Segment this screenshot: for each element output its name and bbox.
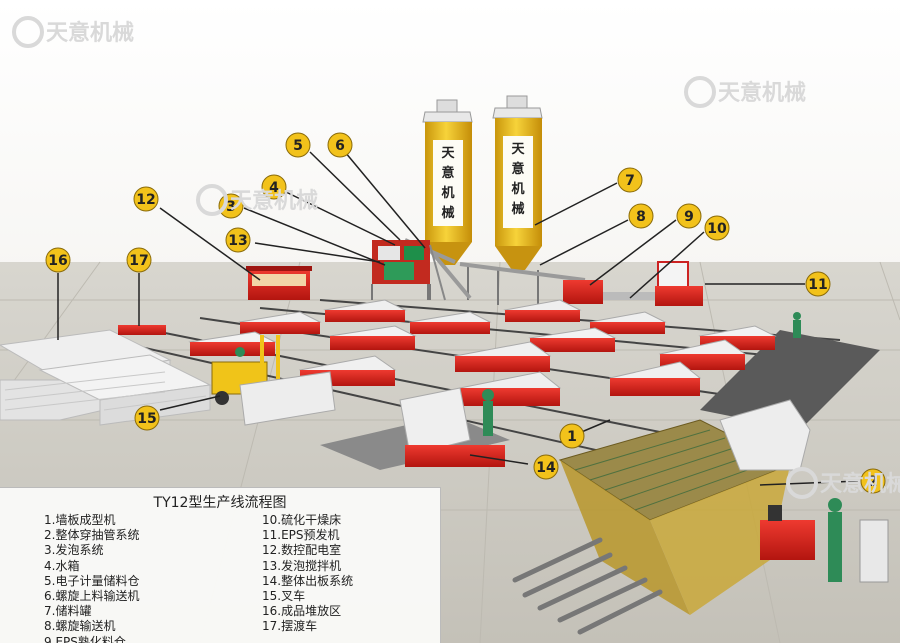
finished-product-stacks bbox=[0, 329, 212, 426]
silo-right-char-1: 天 bbox=[511, 142, 525, 157]
callout-17: 17 bbox=[129, 253, 148, 269]
callout-1: 1 bbox=[567, 429, 577, 445]
silo-right-char-2: 意 bbox=[511, 161, 524, 177]
callout-2: 2 bbox=[868, 474, 878, 490]
callout-3: 3 bbox=[226, 199, 236, 215]
legend-item: 11.EPS预发机 bbox=[262, 528, 340, 543]
silo-right-char-4: 械 bbox=[511, 201, 524, 217]
callout-leader-lines bbox=[57, 151, 861, 486]
legend-item: 14.整体出板系统 bbox=[262, 573, 354, 588]
callout-12: 12 bbox=[136, 192, 155, 208]
silo-left-char-2: 意 bbox=[441, 165, 454, 181]
legend-panel: TY12型生产线流程图 1.墙板成型机 2.整体穿抽管系统 3.发泡系统 4.水… bbox=[0, 487, 441, 643]
callout-11: 11 bbox=[808, 277, 827, 293]
legend-item: 1.墙板成型机 bbox=[44, 513, 116, 527]
legend-item: 9.EPS熟化料仓 bbox=[44, 634, 126, 643]
legend-item: 16.成品堆放区 bbox=[262, 604, 342, 619]
foaming-mixing-station bbox=[371, 240, 446, 301]
legend-item: 13.发泡搅拌机 bbox=[262, 558, 342, 573]
legend-title: TY12型生产线流程图 bbox=[153, 495, 287, 511]
legend-column-right: 10.硫化干燥床 11.EPS预发机 12.数控配电室 13.发泡搅拌机 14.… bbox=[262, 513, 353, 635]
callout-circles bbox=[45, 132, 886, 494]
watermark-1: 天意机械 bbox=[12, 16, 134, 48]
callout-6: 6 bbox=[335, 138, 345, 154]
watermark-4: 天意机械 bbox=[786, 467, 900, 499]
svg-text:天意机械: 天意机械 bbox=[718, 80, 806, 106]
pipe-extraction-system bbox=[512, 399, 889, 635]
callout-8: 8 bbox=[636, 209, 646, 225]
storage-silo-right bbox=[492, 95, 543, 305]
callout-15: 15 bbox=[137, 411, 156, 427]
forklift bbox=[211, 335, 336, 426]
legend-item: 2.整体穿抽管系统 bbox=[44, 528, 140, 543]
legend-item: 10.硫化干燥床 bbox=[262, 513, 342, 527]
legend-item: 17.摆渡车 bbox=[262, 619, 318, 634]
silo-left-char-3: 机 bbox=[441, 185, 454, 201]
ferry-car bbox=[118, 325, 166, 335]
callout-10: 10 bbox=[707, 221, 727, 237]
legend-column-left: 1.墙板成型机 2.整体穿抽管系统 3.发泡系统 4.水箱 5.电子计量储料仓 … bbox=[44, 513, 139, 643]
legend-item: 5.电子计量储料仓 bbox=[44, 573, 140, 588]
callout-16: 16 bbox=[48, 253, 67, 269]
silo-left-char-1: 天 bbox=[441, 146, 455, 161]
silo-right-char-3: 机 bbox=[511, 181, 524, 197]
svg-text:天意机械: 天意机械 bbox=[46, 20, 134, 46]
control-room bbox=[246, 266, 312, 300]
watermark-3: 天意机械 bbox=[196, 184, 318, 216]
eps-equipment bbox=[563, 261, 703, 306]
callout-14: 14 bbox=[536, 460, 556, 476]
legend-item: 15.叉车 bbox=[262, 589, 306, 604]
callout-7: 7 bbox=[625, 173, 635, 189]
legend-item: 3.发泡系统 bbox=[44, 543, 104, 558]
legend-item: 4.水箱 bbox=[44, 558, 80, 573]
transfer-track bbox=[700, 330, 880, 430]
watermark-2: 天意机械 bbox=[684, 76, 806, 108]
svg-text:天意机械: 天意机械 bbox=[230, 188, 318, 214]
callout-13: 13 bbox=[228, 233, 247, 249]
legend-item: 7.储料罐 bbox=[44, 604, 92, 619]
callout-5: 5 bbox=[293, 138, 303, 154]
workers bbox=[793, 312, 801, 338]
demolding-system bbox=[320, 387, 510, 470]
legend-item: 8.螺旋输送机 bbox=[44, 619, 116, 634]
legend-item: 6.螺旋上料输送机 bbox=[44, 589, 140, 604]
molding-machines bbox=[188, 299, 777, 406]
callout-4: 4 bbox=[269, 180, 279, 196]
callout-9: 9 bbox=[684, 209, 694, 225]
storage-silo-left bbox=[422, 99, 473, 300]
legend-item: 12.数控配电室 bbox=[262, 543, 342, 558]
svg-text:天意机械: 天意机械 bbox=[820, 471, 900, 497]
silo-left-char-4: 械 bbox=[441, 205, 454, 221]
